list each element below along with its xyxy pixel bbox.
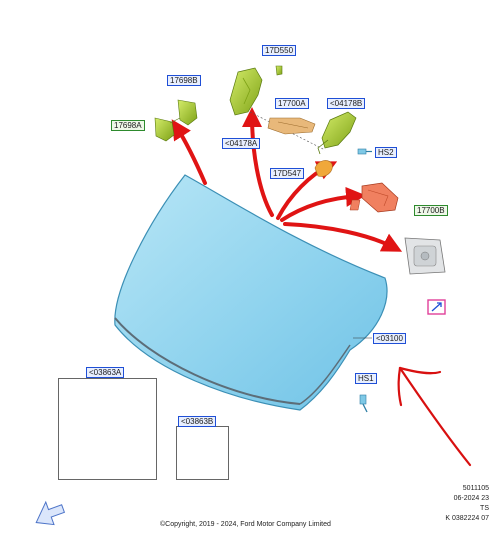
- document-meta: 5011105 06-2024 23 TS K 0382224 07: [445, 484, 489, 524]
- cover-17700a-icon: [267, 117, 316, 135]
- kit-03863a-box: [58, 378, 157, 480]
- label-03863b[interactable]: <03863B: [178, 416, 217, 427]
- label-17d547[interactable]: 17D547: [270, 168, 305, 179]
- sensor-housing-17700b-icon: [349, 182, 399, 213]
- bracket-17698-icon: [154, 99, 198, 142]
- windscreen-glass: [114, 174, 388, 411]
- meta-line-1: 5011105: [462, 485, 489, 492]
- red-arrows: [171, 107, 403, 252]
- label-hs1[interactable]: HS1: [355, 373, 377, 384]
- back-arrow-icon[interactable]: [31, 497, 67, 530]
- rain-sensor-icon: [404, 237, 446, 275]
- screw-hs2-icon: [357, 148, 372, 155]
- kit-03863b-box: [176, 426, 229, 480]
- label-04178b[interactable]: <04178B: [327, 98, 366, 109]
- label-17698b[interactable]: 17698B: [167, 75, 201, 86]
- label-03100[interactable]: <03100: [373, 333, 406, 344]
- copyright-text: ©Copyright, 2019 - 2024, Ford Motor Comp…: [160, 521, 331, 528]
- meta-line-4: K 0382224 07: [445, 515, 489, 522]
- mirror-mount-04178a-icon: [229, 65, 283, 116]
- link-icon[interactable]: [427, 299, 446, 315]
- label-17700b[interactable]: 17700B: [414, 205, 448, 216]
- label-17700a[interactable]: 17700A: [275, 98, 309, 109]
- mount-04178b-icon: [317, 111, 357, 155]
- label-hs2[interactable]: HS2: [375, 147, 397, 158]
- clip-17d547-icon: [314, 160, 333, 177]
- label-03863a[interactable]: <03863A: [86, 367, 125, 378]
- label-17698a[interactable]: 17698A: [111, 120, 145, 131]
- label-04178a[interactable]: <04178A: [222, 138, 261, 149]
- screw-hs1-icon: [359, 394, 368, 413]
- meta-line-3: TS: [480, 505, 489, 512]
- meta-line-2: 06-2024 23: [453, 495, 489, 502]
- hand-drawn-arrow: [397, 366, 472, 467]
- label-17d550[interactable]: 17D550: [262, 45, 297, 56]
